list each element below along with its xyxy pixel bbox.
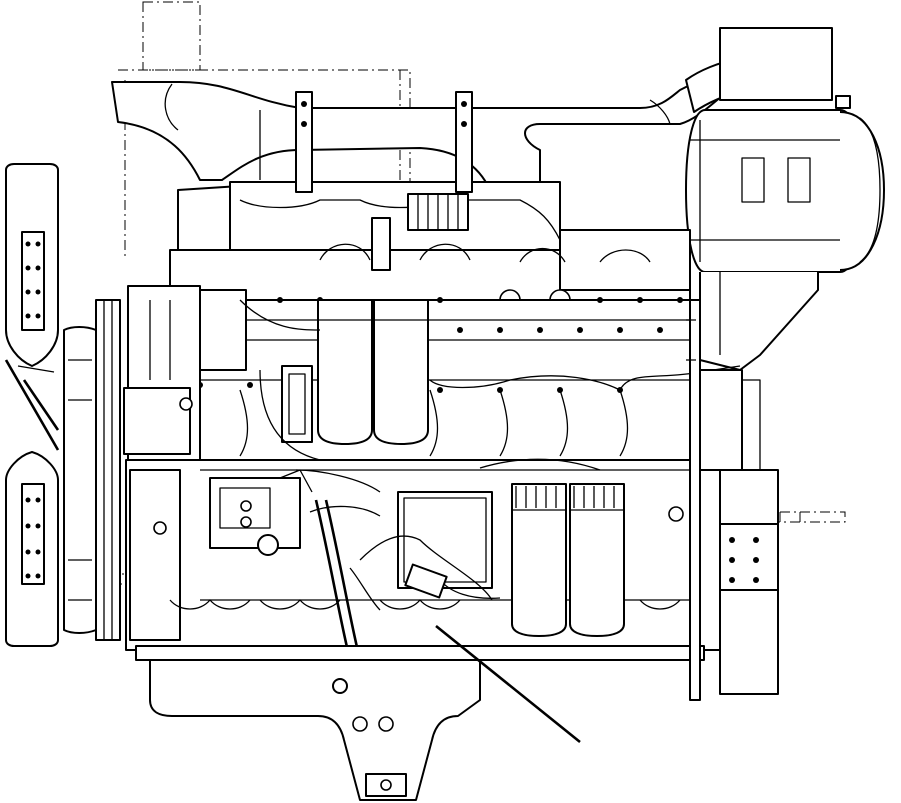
oil-filter xyxy=(511,483,625,637)
air-cleaner xyxy=(685,27,885,371)
intake-piping xyxy=(111,55,767,191)
fuel-filter xyxy=(281,299,429,445)
fan-pulley xyxy=(63,299,121,641)
oil-pan xyxy=(135,599,705,801)
flywheel-housing xyxy=(686,299,701,701)
engine-mount xyxy=(668,369,779,695)
cooling-fan xyxy=(4,163,60,647)
fuel-pump xyxy=(209,469,313,556)
cylinder-head xyxy=(169,91,691,311)
front-housing xyxy=(123,285,247,641)
callout-leader xyxy=(435,624,581,744)
